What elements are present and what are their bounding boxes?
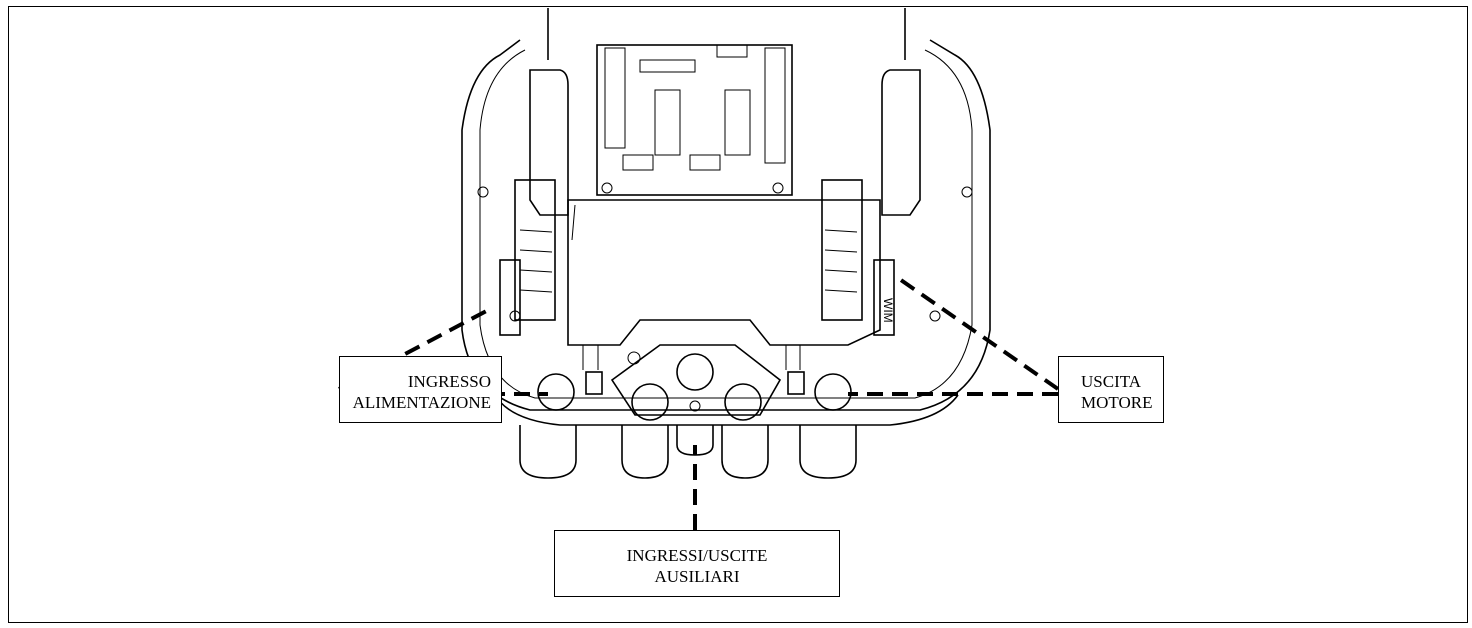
cavity-edge (571, 204, 576, 241)
board-connector (716, 44, 748, 58)
entry-hole-left (537, 373, 575, 411)
board-screw-left (601, 182, 613, 194)
terminal-block-1 (622, 154, 654, 171)
housing-screw-2 (961, 186, 973, 198)
label-power-input: INGRESSO ALIMENTAZIONE (339, 356, 502, 423)
relay-1 (654, 89, 681, 156)
ground-terminal-right (787, 371, 805, 395)
gland-right (724, 383, 762, 421)
cable-gland-5 (799, 425, 857, 479)
gland-top (676, 353, 714, 391)
label-power-input-line2: ALIMENTAZIONE (352, 393, 491, 412)
ground-terminal-left (585, 371, 603, 395)
leader-motor-upper (896, 276, 1060, 391)
clamp-tab-left (499, 259, 521, 336)
housing-bottom-rim (494, 394, 959, 426)
board-screw-right (772, 182, 784, 194)
clamp-fins-left (519, 229, 553, 293)
label-motor-output-line2: MOTORE (1081, 393, 1153, 412)
gland-plate (610, 344, 782, 416)
cable-gland-1 (519, 425, 577, 479)
label-motor-output-line1: USCITA (1081, 372, 1142, 391)
right-channel (881, 69, 921, 216)
inner-cavity (567, 199, 881, 346)
figure-frame (8, 6, 1468, 623)
housing-outline (461, 39, 991, 411)
ground-wires-left (582, 345, 599, 370)
terminal-strip-left (604, 47, 626, 149)
housing-marking: WIM (881, 298, 895, 323)
cable-gland-2 (621, 425, 669, 479)
gland-left (631, 383, 669, 421)
dip-switch (639, 59, 696, 73)
clamp-block-right (821, 179, 863, 321)
label-aux-io-line2: AUSILIARI (654, 567, 740, 586)
label-aux-io: INGRESSI/USCITE AUSILIARI (554, 530, 840, 597)
housing-screw-3 (509, 310, 521, 322)
clamp-fins-right (824, 229, 858, 293)
relay-2 (724, 89, 751, 156)
circuit-board (596, 44, 793, 196)
entry-hole-right (814, 373, 852, 411)
label-motor-output: USCITA MOTORE (1058, 356, 1164, 423)
label-power-input-line1: INGRESSO (407, 372, 491, 391)
terminal-block-2 (689, 154, 721, 171)
gland-plate-bolt (627, 351, 641, 365)
clamp-tab-right (873, 259, 895, 336)
housing-screw-4 (929, 310, 941, 322)
clamp-block-left (514, 179, 556, 321)
terminal-strip-right (764, 47, 786, 164)
left-channel (529, 69, 569, 216)
gland-plate-screw (689, 400, 701, 412)
ground-wires-right (785, 345, 801, 370)
label-aux-io-line1: INGRESSI/USCITE (626, 546, 768, 565)
cable-gland-4 (721, 425, 769, 479)
housing-screw-1 (477, 186, 489, 198)
